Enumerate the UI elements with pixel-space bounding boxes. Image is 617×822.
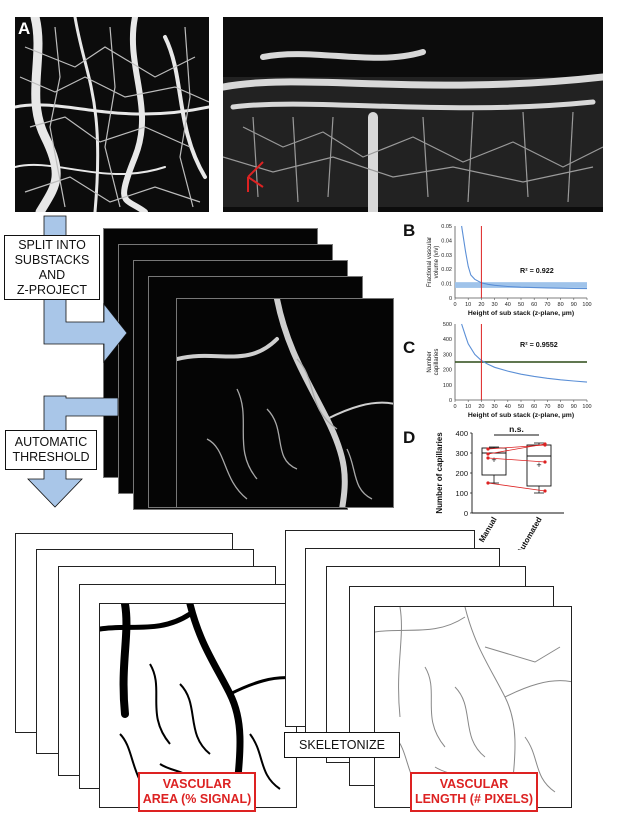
substack-projection-image: [177, 299, 393, 507]
x-tick-label: 0: [453, 302, 456, 308]
threshold-step-label: AUTOMATIC THRESHOLD: [5, 430, 97, 470]
panel-c-chart: 0 10 20 30 40 50 60 70 80 90 100 0 100 200 300 400 500He…: [427, 322, 592, 419]
x-tick-label: 10: [465, 302, 471, 308]
substack-front-frame: [176, 298, 394, 508]
y-tick-label: 0.04: [441, 238, 452, 244]
significance-label: n.s.: [509, 425, 524, 434]
x-tick-label: 40: [505, 302, 511, 308]
pair-line: [487, 457, 546, 463]
panel-letter-a: A: [18, 19, 31, 38]
y-tick-label: 200: [443, 368, 452, 374]
reference-band: [455, 282, 587, 288]
y-tick-label: 0: [464, 509, 468, 518]
panel-a-projection-image: A: [15, 17, 209, 212]
mean-marker: +: [491, 455, 496, 465]
x-tick-label: 50: [518, 302, 524, 308]
threshold-step-line-2: THRESHOLD: [12, 450, 90, 464]
y-tick-label: 0: [449, 398, 452, 404]
x-tick-label: 10: [465, 404, 471, 410]
x-tick-label: 80: [558, 302, 564, 308]
x-axis-label: Height of sub stack (z-plane, µm): [468, 412, 574, 419]
x-tick-label: 30: [492, 404, 498, 410]
pair-point: [486, 452, 490, 456]
pair-line: [487, 482, 546, 492]
r-squared-annotation: R² = 0.922: [520, 266, 554, 275]
x-tick-label: 40: [505, 404, 511, 410]
y-tick-label: 400: [443, 337, 452, 343]
pair-point: [543, 489, 547, 493]
mean-marker: +: [536, 460, 541, 470]
x-axis-label: Height of sub stack (z-plane, µm): [468, 310, 574, 317]
split-step-line-2: SUBSTACKS AND: [14, 252, 90, 282]
y-tick-label: 200: [455, 469, 468, 478]
side-projection-image: [223, 49, 603, 212]
vascular-area-output: VASCULAR AREA (% SIGNAL): [138, 772, 256, 812]
panel-d-chart: 0 100 200 300 400 Number of capillaries + Manua…: [435, 425, 564, 550]
split-step-label: SPLIT INTO SUBSTACKS AND Z-PROJECT: [4, 235, 100, 300]
y-axis-label: Number: [427, 351, 433, 372]
panel-letter-c: C: [403, 338, 416, 357]
pair-point: [486, 447, 490, 451]
vascular-area-line-2: AREA (% SIGNAL): [142, 792, 252, 806]
skeletonize-step-text: SKELETONIZE: [299, 737, 385, 752]
y-tick-label: 0: [449, 296, 452, 302]
y-tick-label: 100: [455, 489, 468, 498]
x-tick-label: 70: [544, 404, 550, 410]
vascular-length-line-1: VASCULAR: [439, 777, 509, 791]
chart-c-plot: 0 10 20 30 40 50 60 70 80 90 100 0 100 200 300 400 500He…: [427, 322, 592, 419]
y-axis-label: Fractional vascular: [427, 237, 433, 287]
x-tick-label: 20: [478, 302, 484, 308]
panel-letter-b: B: [403, 221, 416, 240]
series-line: [461, 323, 588, 383]
x-tick-label: 80: [558, 404, 564, 410]
pair-point: [543, 460, 547, 464]
x-tick-label: 60: [531, 404, 537, 410]
vascular-length-output: VASCULAR LENGTH (# PIXELS): [410, 772, 538, 812]
x-tick-label: 90: [571, 404, 577, 410]
y-tick-label: 0.03: [441, 253, 452, 259]
pair-line: [487, 443, 546, 455]
x-tick-label: 70: [544, 302, 550, 308]
y-tick-label: 0.01: [441, 282, 452, 288]
x-tick-label: 100: [582, 404, 591, 410]
x-tick-label: 100: [582, 302, 591, 308]
vascular-length-line-2: LENGTH (# PIXELS): [414, 792, 534, 806]
box: [481, 447, 507, 476]
pair-point: [543, 442, 547, 446]
r-squared-annotation: R² = 0.9552: [520, 340, 558, 349]
y-axis-label: volume (v/v): [434, 246, 440, 279]
x-tick-label: 90: [571, 302, 577, 308]
x-tick-label: 20: [478, 404, 484, 410]
split-step-line-1: SPLIT INTO: [18, 237, 86, 252]
threshold-step-line-1: AUTOMATIC: [14, 435, 88, 449]
split-step-line-3: Z-PROJECT: [16, 282, 88, 297]
panel-letter-d: D: [403, 428, 416, 447]
y-tick-label: 0.05: [441, 224, 452, 230]
y-tick-label: 400: [455, 429, 468, 438]
x-tick-label: 60: [531, 302, 537, 308]
vessel-network-image: [15, 17, 209, 212]
panel-b-chart: 0 10 20 30 40 50 60 70 80 90 100 0 0.01 0.02 0.03 0.04 0…: [427, 224, 592, 317]
y-tick-label: 0.02: [441, 267, 452, 273]
x-tick-label: 0: [453, 404, 456, 410]
pair-point: [486, 456, 490, 460]
category-label: Automated: [515, 515, 544, 550]
vascular-area-line-1: VASCULAR: [162, 777, 232, 791]
x-tick-label: 30: [492, 302, 498, 308]
y-tick-label: 300: [455, 449, 468, 458]
series-line: [461, 225, 588, 290]
x-tick-label: 50: [518, 404, 524, 410]
panel-a-side-view-image: [223, 17, 603, 212]
axis-marker-icon: [247, 161, 264, 192]
y-tick-label: 300: [443, 352, 452, 358]
skeletonize-step-label: SKELETONIZE: [284, 732, 400, 758]
y-tick-label: 500: [443, 322, 452, 328]
category-label: Manual: [477, 516, 499, 544]
y-axis-label: capillaries: [434, 349, 440, 376]
y-axis-label: Number of capillaries: [435, 432, 444, 514]
y-tick-label: 100: [443, 383, 452, 389]
pair-point: [486, 481, 490, 485]
chart-b-plot: 0 10 20 30 40 50 60 70 80 90 100 0 0.01 0.02 0.03 0.04 0…: [427, 224, 592, 317]
